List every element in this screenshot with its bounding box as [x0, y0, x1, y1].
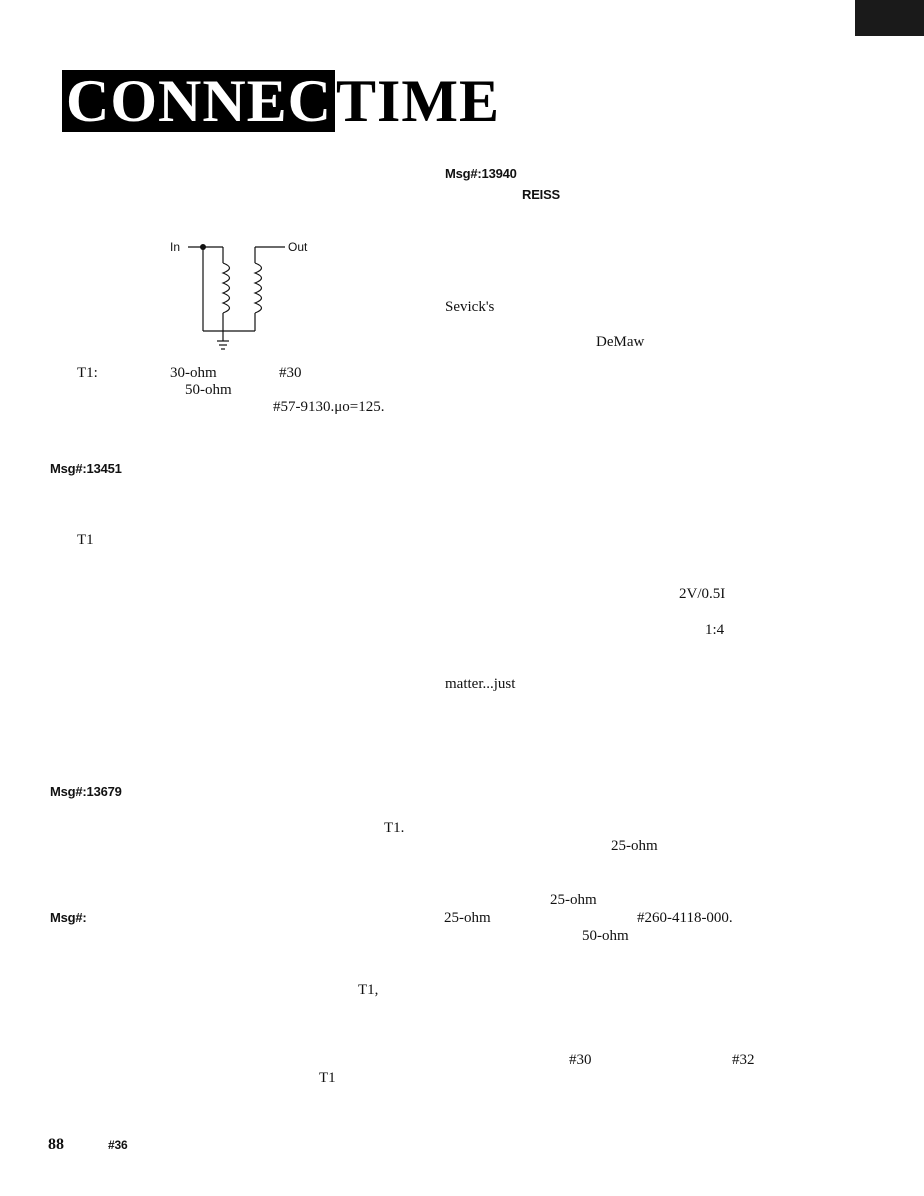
msg-header-13940: Msg#:13940	[445, 166, 517, 181]
input-junction-dot	[200, 244, 206, 250]
msg-header-13679: Msg#:13679	[50, 784, 122, 799]
text-t1-a: T1	[77, 532, 94, 548]
caption-50-ohm: 50-ohm	[185, 382, 232, 398]
text-50-ohm-b: 50-ohm	[582, 928, 629, 944]
masthead-normal: TIME	[336, 68, 501, 134]
caption-core-part: #57-9130.μo=125.	[273, 399, 385, 415]
text-part-260: #260-4118-000.	[637, 910, 733, 926]
text-ratio-2v: 2V/0.5I	[679, 586, 726, 602]
masthead: CONNEC TIME	[62, 70, 500, 132]
caption-wire-30: #30	[279, 365, 302, 381]
caption-30-ohm: 30-ohm	[170, 365, 217, 381]
caption-t1: T1:	[77, 365, 98, 381]
msg-header-blank: Msg#:	[50, 910, 87, 925]
masthead-reversed: CONNEC	[62, 70, 336, 132]
text-wire-32: #32	[732, 1052, 755, 1068]
text-ratio-1-4: 1:4	[705, 622, 725, 638]
msg-header-13451: Msg#:13451	[50, 461, 122, 476]
text-wire-30-b: #30	[569, 1052, 592, 1068]
page-number: 88	[48, 1136, 64, 1153]
text-25-ohm-b: 25-ohm	[550, 892, 597, 908]
text-25-ohm-a: 25-ohm	[611, 838, 658, 854]
corner-tab-block	[855, 0, 924, 36]
text-t1-c: T1,	[358, 982, 379, 998]
author-reiss: REISS	[522, 187, 561, 202]
schematic-out-label: Out	[288, 240, 308, 254]
text-matter-just: matter...just	[445, 676, 516, 692]
text-t1-d: T1	[319, 1070, 336, 1086]
transformer-schematic: In Out	[170, 240, 308, 350]
text-demaw: DeMaw	[596, 334, 645, 350]
text-t1-b: T1.	[384, 820, 405, 836]
text-25-ohm-c: 25-ohm	[444, 910, 491, 926]
issue-number: #36	[108, 1138, 128, 1152]
text-sevicks: Sevick's	[445, 299, 495, 315]
schematic-in-label: In	[170, 240, 180, 254]
